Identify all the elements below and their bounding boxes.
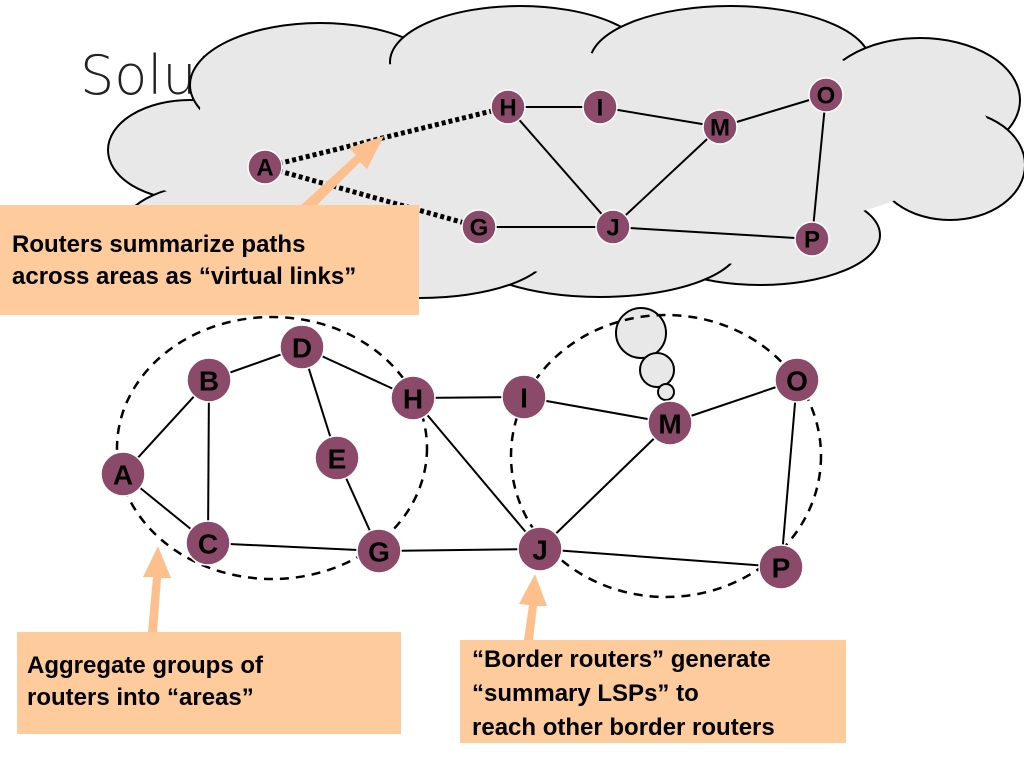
- network-router-g: G: [356, 528, 402, 574]
- router-circle: [461, 209, 497, 245]
- summary-router-i: I: [582, 89, 618, 125]
- callout-virtual-links: Routers summarize paths across areas as …: [0, 205, 419, 315]
- router-circle: [647, 400, 693, 446]
- link-h-j: [412, 397, 541, 550]
- summary-router-p: P: [794, 221, 830, 257]
- router-circle: [808, 77, 844, 113]
- network-router-e: E: [314, 435, 360, 481]
- router-circle: [100, 451, 146, 497]
- summary-link-o-p: [811, 94, 827, 240]
- callout-border-routers: “Border routers” generate “summary LSPs”…: [460, 640, 846, 743]
- router-label: G: [470, 215, 489, 242]
- link-b-c: [207, 379, 210, 544]
- router-label: B: [199, 366, 219, 397]
- router-label: G: [368, 537, 390, 568]
- router-label: D: [292, 333, 312, 364]
- router-circle: [501, 374, 547, 420]
- router-label: J: [606, 215, 619, 242]
- network-router-p: P: [758, 544, 804, 590]
- router-label: I: [597, 95, 604, 122]
- router-circle: [314, 435, 360, 481]
- network-router-j: J: [517, 526, 563, 572]
- link-m-j: [539, 422, 671, 550]
- thought-bubbles: [615, 307, 675, 401]
- area-right: [509, 313, 823, 599]
- callout-areas: Aggregate groups of routers into “areas”: [17, 632, 401, 734]
- router-label: J: [532, 535, 548, 566]
- virtual-link-a-g: [264, 164, 480, 230]
- summary-nodes: A H I O M G J P: [247, 77, 844, 257]
- router-label: P: [772, 553, 791, 584]
- arrow-border-routers: [519, 574, 547, 640]
- summary-link-i-m: [599, 106, 721, 128]
- router-label: C: [198, 529, 218, 560]
- router-label: M: [658, 409, 681, 440]
- router-circle: [774, 357, 820, 403]
- network-router-i: I: [501, 374, 547, 420]
- summary-router-m: M: [702, 109, 738, 145]
- link-j-p: [539, 548, 782, 568]
- router-label: I: [520, 383, 528, 414]
- summary-edges: [264, 94, 827, 240]
- network-router-d: D: [279, 324, 325, 370]
- router-circle: [702, 109, 738, 145]
- link-i-m: [523, 396, 671, 424]
- router-label: A: [113, 460, 133, 491]
- arrow-areas: [143, 546, 171, 632]
- summary-link-m-o: [719, 94, 827, 128]
- router-label: H: [403, 384, 423, 415]
- network-router-h: H: [390, 375, 436, 421]
- router-circle: [794, 221, 830, 257]
- summary-router-a: A: [247, 149, 283, 185]
- router-label: E: [328, 444, 347, 475]
- router-circle: [185, 520, 231, 566]
- network-router-o: O: [774, 357, 820, 403]
- network-router-m: M: [647, 400, 693, 446]
- router-label: O: [786, 366, 808, 397]
- network-router-a: A: [100, 451, 146, 497]
- router-label: P: [804, 227, 820, 254]
- router-label: A: [256, 155, 273, 182]
- router-circle: [582, 89, 618, 125]
- router-circle: [490, 89, 526, 125]
- summary-link-m-j: [612, 126, 721, 228]
- area-left: [115, 315, 429, 581]
- router-circle: [356, 528, 402, 574]
- link-g-j: [378, 548, 541, 552]
- router-circle: [517, 526, 563, 572]
- router-label: M: [710, 115, 730, 142]
- router-circle: [279, 324, 325, 370]
- link-o-p: [780, 379, 798, 568]
- summary-router-h: H: [490, 89, 526, 125]
- summary-link-j-p: [612, 226, 813, 240]
- callout-arrows: [143, 136, 547, 640]
- router-label: H: [499, 95, 516, 122]
- summary-link-h-j: [507, 106, 614, 228]
- areas: [115, 313, 823, 599]
- router-circle: [186, 357, 232, 403]
- link-c-g: [207, 542, 380, 552]
- summary-router-o: O: [808, 77, 844, 113]
- router-circle: [390, 375, 436, 421]
- arrow-virtual-links: [298, 136, 384, 214]
- network-router-b: B: [186, 357, 232, 403]
- summary-router-j: J: [595, 209, 631, 245]
- summary-router-g: G: [461, 209, 497, 245]
- router-circle: [595, 209, 631, 245]
- network-router-c: C: [185, 520, 231, 566]
- network-nodes: A B C D E G H I J M O P: [100, 324, 820, 590]
- router-circle: [247, 149, 283, 185]
- router-circle: [758, 544, 804, 590]
- router-label: O: [817, 83, 836, 110]
